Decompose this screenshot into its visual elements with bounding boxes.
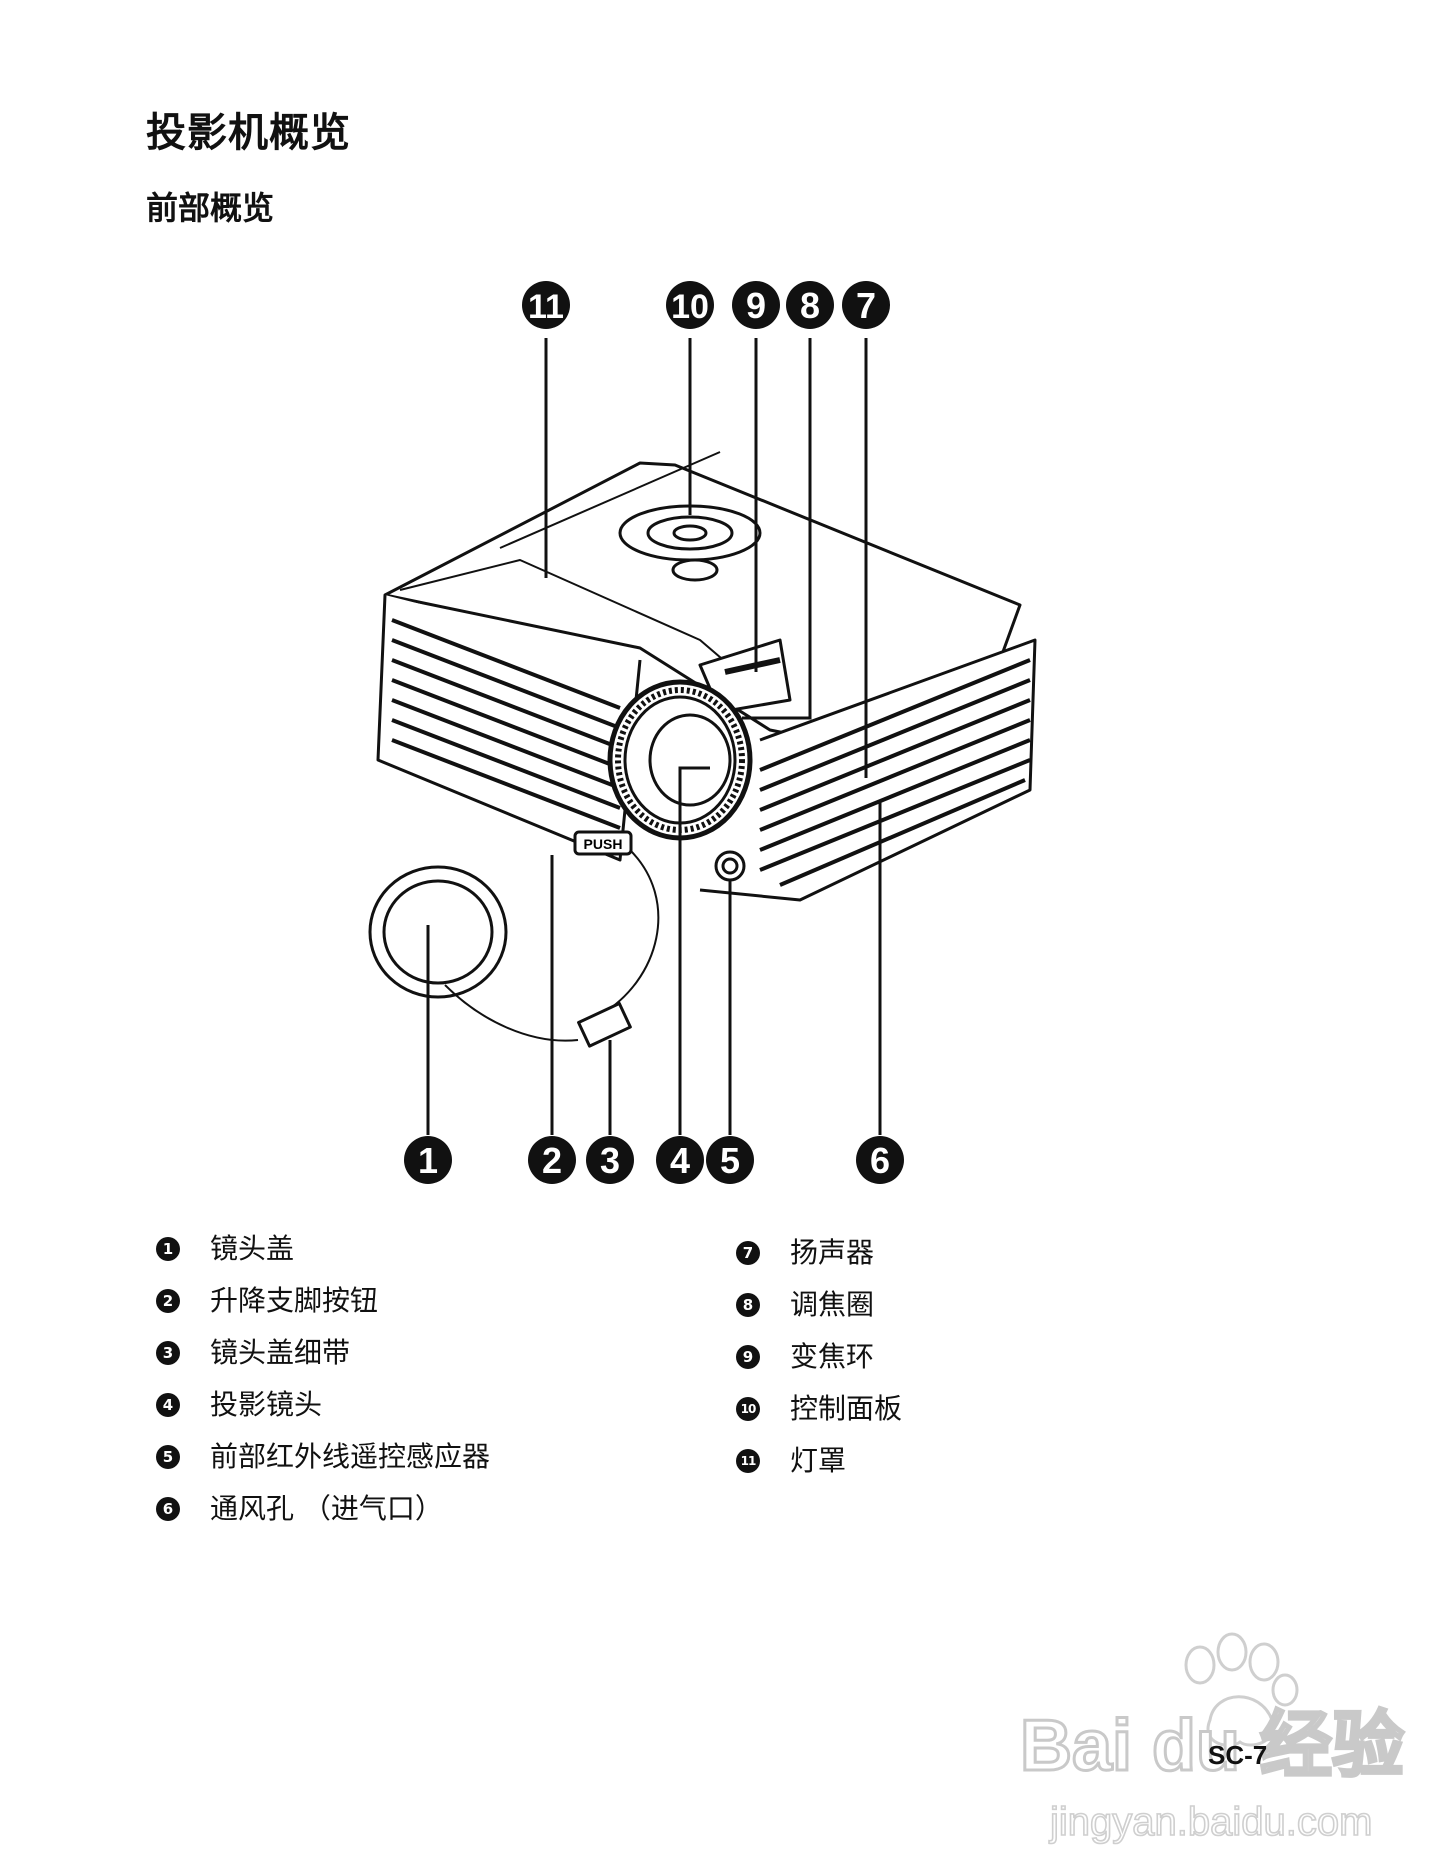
page-number: SC-7: [1208, 1740, 1268, 1770]
svg-text:9: 9: [746, 285, 766, 326]
callout-10: 10: [666, 281, 714, 329]
paw-icon: [1184, 1632, 1299, 1747]
projector-illustration: [368, 451, 1037, 1048]
svg-text:1: 1: [418, 1140, 438, 1181]
page-title: 投影机概览: [146, 110, 351, 156]
callout-9: 9: [732, 281, 780, 329]
callout-6: 6: [856, 1136, 904, 1184]
section-subtitle: 前部概览: [146, 189, 275, 227]
callout-11: 11: [522, 281, 570, 329]
callout-8: 8: [786, 281, 834, 329]
svg-text:10: 10: [671, 288, 709, 326]
legend-label: 灯罩: [790, 1444, 847, 1477]
svg-text:7: 7: [856, 285, 876, 326]
svg-text:6: 6: [870, 1140, 890, 1181]
callout-2: 2: [528, 1136, 576, 1184]
callout-7: 7: [842, 281, 890, 329]
legend-label: 镜头盖细带: [210, 1336, 351, 1369]
legend-label: 投影镜头: [210, 1388, 323, 1421]
baidu-jingyan-watermark: Bai du 经验 jingyan.baidu.com: [1019, 1632, 1406, 1845]
callout-3: 3: [586, 1136, 634, 1184]
svg-text:4: 4: [670, 1140, 690, 1181]
svg-text:3: 3: [600, 1140, 620, 1181]
svg-text:11: 11: [528, 288, 564, 326]
legend-label: 镜头盖: [210, 1232, 295, 1265]
legend-label: 变焦环: [790, 1340, 875, 1373]
svg-text:jingyan.baidu.com: jingyan.baidu.com: [1049, 1800, 1372, 1844]
svg-text:Bai du 经验: Bai du 经验: [1020, 1706, 1404, 1786]
legend-label: 通风孔 （进气口）: [210, 1492, 443, 1525]
leader-lines: [426, 338, 882, 1135]
push-button-label: PUSH: [584, 836, 623, 852]
legend-label: 扬声器: [790, 1236, 875, 1269]
svg-text:5: 5: [720, 1140, 740, 1181]
legend-label: 前部红外线遥控感应器: [210, 1440, 491, 1473]
legend-label: 调焦圈: [790, 1288, 875, 1321]
svg-text:8: 8: [800, 285, 820, 326]
callout-1: 1: [404, 1136, 452, 1184]
svg-text:2: 2: [542, 1140, 562, 1181]
callout-5: 5: [706, 1136, 754, 1184]
legend-label: 控制面板: [790, 1392, 903, 1425]
callout-4: 4: [656, 1136, 704, 1184]
legend-label: 升降支脚按钮: [210, 1284, 379, 1317]
